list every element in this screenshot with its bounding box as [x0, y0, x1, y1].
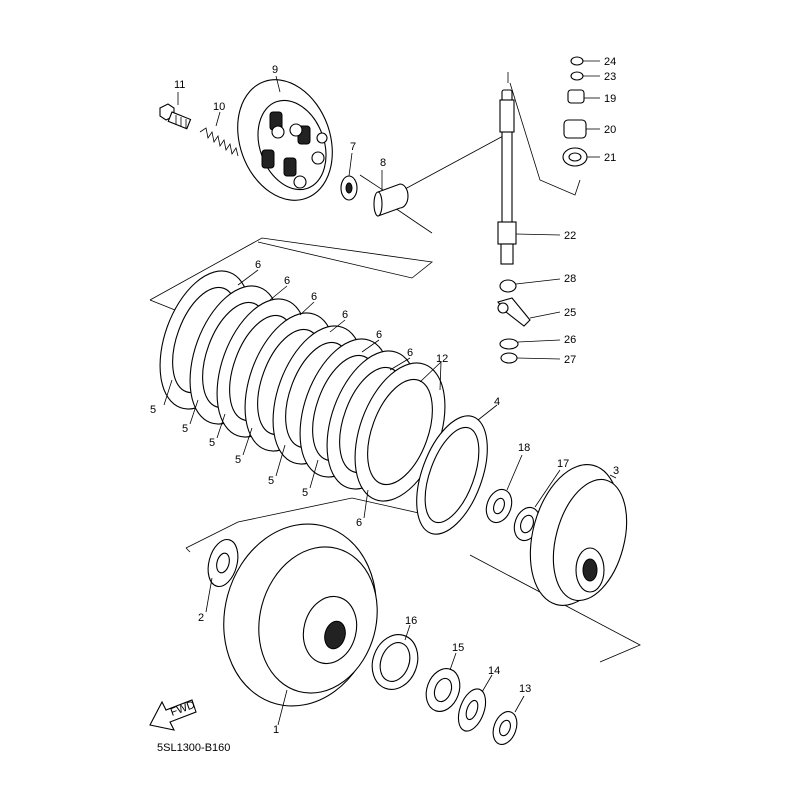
callout-8: 8 — [380, 157, 386, 169]
diagram-code: 5SL1300-B160 — [157, 742, 230, 754]
callout-3: 3 — [613, 465, 619, 477]
clutch-plate-stack — [159, 270, 446, 502]
part-11-bolt — [159, 103, 192, 130]
callout-10: 10 — [213, 101, 225, 113]
callout-6g: 6 — [356, 517, 362, 529]
callout-14: 14 — [488, 665, 500, 677]
part-22-push-lever-shaft — [497, 89, 561, 265]
callout-6f: 6 — [407, 347, 413, 359]
part-26-washer — [499, 338, 561, 350]
callout-4: 4 — [494, 396, 500, 408]
part-21-oil-seal — [562, 147, 600, 167]
part-13-collar — [492, 695, 525, 745]
callout-6c: 6 — [311, 291, 317, 303]
part-28-spring — [499, 278, 561, 293]
callout-11: 11 — [174, 79, 185, 91]
part-20-bearing — [563, 119, 600, 139]
callout-27: 27 — [564, 354, 576, 366]
callout-labels: 11 10 9 7 8 24 23 19 20 21 22 28 25 26 2… — [150, 56, 619, 736]
callout-21: 21 — [604, 152, 616, 164]
part-8-push-rod — [373, 170, 409, 217]
callout-5b: 5 — [182, 423, 188, 435]
part-7-bearing — [340, 152, 358, 201]
callout-20: 20 — [604, 124, 616, 136]
callout-6e: 6 — [376, 329, 382, 341]
part-1-clutch-housing — [223, 523, 378, 726]
part-3-clutch-boss — [529, 464, 628, 606]
callout-24: 24 — [604, 56, 616, 68]
callout-26: 26 — [564, 334, 576, 346]
part-4-cushion-ring — [416, 415, 488, 535]
assembly-guide-lines — [149, 72, 641, 663]
part-16-needle-bearing — [371, 624, 419, 690]
callout-28: 28 — [564, 273, 576, 285]
callout-16: 16 — [405, 615, 417, 627]
fwd-arrow-icon: FWD — [149, 699, 197, 731]
part-19-bearing — [567, 89, 600, 104]
callout-5a: 5 — [150, 404, 156, 416]
part-27-circlip — [500, 352, 561, 364]
part-9-pressure-plate — [237, 79, 333, 201]
callout-5f: 5 — [302, 487, 308, 499]
part-18-washer — [485, 454, 523, 524]
part-2-thrust-washer — [205, 538, 239, 613]
callout-25: 25 — [564, 307, 576, 319]
callout-5d: 5 — [235, 454, 241, 466]
callout-9: 9 — [272, 64, 278, 76]
callout-19: 19 — [604, 93, 616, 105]
callout-22: 22 — [564, 230, 576, 242]
callout-5e: 5 — [268, 475, 274, 487]
part-15-spacer — [425, 652, 461, 712]
callout-17: 17 — [557, 458, 569, 470]
part-25-push-lever — [497, 297, 561, 327]
callout-6b: 6 — [284, 275, 290, 287]
callout-15: 15 — [452, 642, 464, 654]
callout-6a: 6 — [255, 259, 261, 271]
callout-12: 12 — [436, 353, 448, 365]
callout-18: 18 — [518, 442, 530, 454]
part-10-spring — [199, 127, 239, 157]
part-23-washer — [570, 71, 600, 81]
part-24-circlip — [570, 56, 600, 66]
callout-1: 1 — [273, 724, 279, 736]
callout-13: 13 — [519, 683, 531, 695]
callout-5c: 5 — [209, 437, 215, 449]
plate-leader-lines — [163, 75, 498, 519]
callout-7: 7 — [350, 141, 356, 153]
callout-2: 2 — [198, 612, 204, 624]
callout-23: 23 — [604, 71, 616, 83]
callout-6d: 6 — [342, 309, 348, 321]
part-14-washer — [457, 674, 493, 732]
